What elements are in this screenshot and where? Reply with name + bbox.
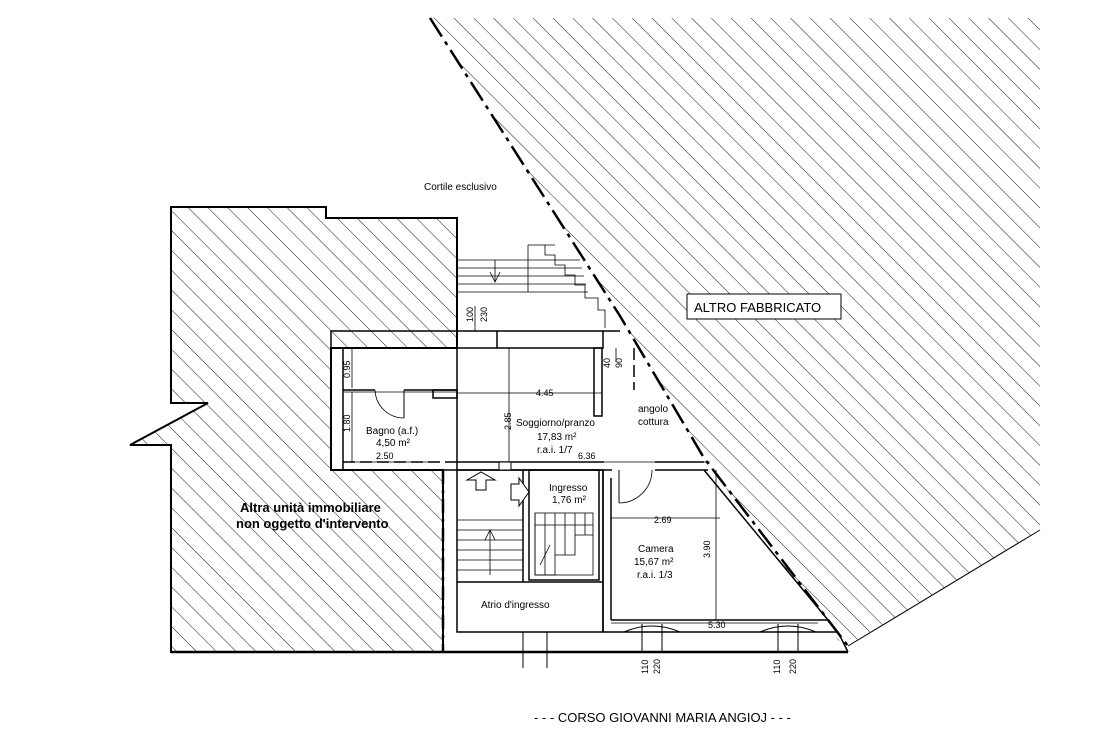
street-label: - - - CORSO GIOVANNI MARIA ANGIOJ - - -	[534, 710, 791, 725]
ingresso-name: Ingresso	[549, 483, 588, 494]
dim-90: 90	[614, 358, 624, 368]
dim-230: 230	[479, 307, 489, 322]
window2-dim-220: 220	[788, 659, 798, 674]
dim-285: 2.85	[503, 412, 513, 430]
camera-area: 15,67 m²	[634, 557, 674, 568]
dimension-lines	[343, 306, 818, 624]
courtyard-label: Cortile esclusivo	[424, 182, 497, 193]
other-unit-label-line2: non oggetto d'intervento	[236, 516, 389, 531]
other-building-label: ALTRO FABBRICATO	[694, 300, 821, 315]
dim-445: 4.45	[536, 388, 554, 398]
dim-269: 2.69	[654, 515, 672, 525]
soggiorno-name: Soggiorno/pranzo	[516, 418, 595, 429]
atrio-name: Atrio d'ingresso	[481, 600, 550, 611]
dim-40: 40	[602, 358, 612, 368]
other-building-label-box	[686, 293, 842, 320]
other-unit-label-line1: Altra unità immobiliare	[240, 500, 381, 515]
camera-name: Camera	[638, 544, 674, 555]
camera-rai: r.a.i. 1/3	[637, 570, 673, 581]
window1-dim-220: 220	[652, 659, 662, 674]
dim-180: 1.80	[342, 414, 352, 432]
dim-636: 6.36	[578, 451, 596, 461]
angolo-line1: angolo	[638, 404, 668, 415]
dim-250: 2.50	[376, 451, 394, 461]
atrio-stairs	[457, 519, 523, 575]
courtyard-stairs	[457, 244, 606, 328]
facade-windows	[522, 624, 817, 668]
other-building-hatch	[430, 18, 1040, 646]
soggiorno-area: 17,83 m²	[537, 432, 577, 443]
angolo-line2: cottura	[638, 417, 669, 428]
other-building-edge	[847, 529, 1041, 647]
window2-dim-110: 110	[772, 660, 782, 674]
other-building-boundary	[428, 17, 849, 647]
soggiorno-rai: r.a.i. 1/7	[537, 445, 573, 456]
window1-dim-110: 110	[640, 660, 650, 674]
entry-arrows	[465, 471, 530, 508]
bagno-area: 4,50 m²	[376, 438, 411, 449]
dim-100: 100	[465, 307, 475, 322]
ingresso-stair	[534, 512, 594, 576]
dim-530: 5.30	[708, 620, 726, 630]
dim-390: 3.90	[702, 540, 712, 558]
ingresso-area: 1,76 m²	[552, 495, 587, 506]
bagno-name: Bagno (a.f.)	[366, 426, 418, 437]
dim-095: 0.95	[342, 360, 352, 378]
